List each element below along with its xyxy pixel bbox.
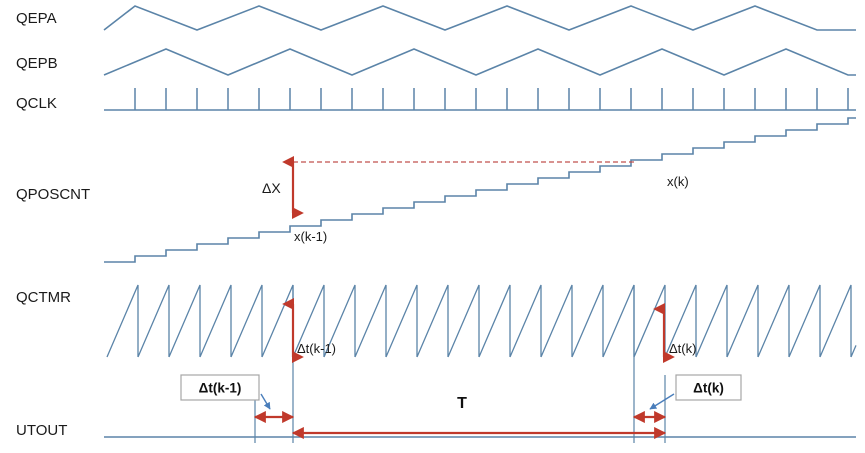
waveform-path-qepb	[103, 48, 856, 76]
waveform-qposcnt	[104, 117, 856, 263]
signal-label-qctmr: QCTMR	[16, 289, 71, 306]
waveform-path-qepa	[103, 5, 856, 31]
callout-box-left	[180, 374, 260, 401]
callout-delta-t-k-minus-1: Δt(k-1)	[180, 374, 271, 410]
waveform-path-qclk	[104, 88, 856, 111]
period-T-label: T	[457, 395, 467, 412]
signal-label-utout: UTOUT	[16, 422, 67, 439]
delta-t-k-label: Δt(k)	[669, 341, 696, 356]
waveform-path-qctmr	[106, 284, 857, 358]
signal-label-qepa: QEPA	[16, 10, 57, 27]
delta-x-label: ΔX	[262, 180, 281, 196]
callout-label-left: Δt(k-1)	[199, 381, 242, 396]
callout-leader-left	[260, 393, 271, 410]
waveform-path-qposcnt	[104, 117, 856, 263]
x-k-label: x(k)	[667, 174, 689, 189]
signal-label-qposcnt: QPOSCNT	[16, 186, 90, 203]
signal-label-qepb: QEPB	[16, 55, 58, 72]
waveform-qctmr	[106, 284, 857, 358]
callout-label-right: Δt(k)	[693, 381, 724, 396]
signal-label-qclk: QCLK	[16, 95, 57, 112]
delta-t-k-minus-1-label: Δt(k-1)	[297, 341, 336, 356]
callout-box-right	[675, 374, 742, 401]
waveform-qepb	[103, 48, 856, 76]
callout-leader-right	[649, 393, 675, 410]
waveform-qepa	[103, 5, 856, 31]
callout-delta-t-k: Δt(k)	[649, 374, 742, 410]
x-k-minus-1-label: x(k-1)	[294, 229, 327, 244]
waveform-qclk	[104, 88, 856, 111]
